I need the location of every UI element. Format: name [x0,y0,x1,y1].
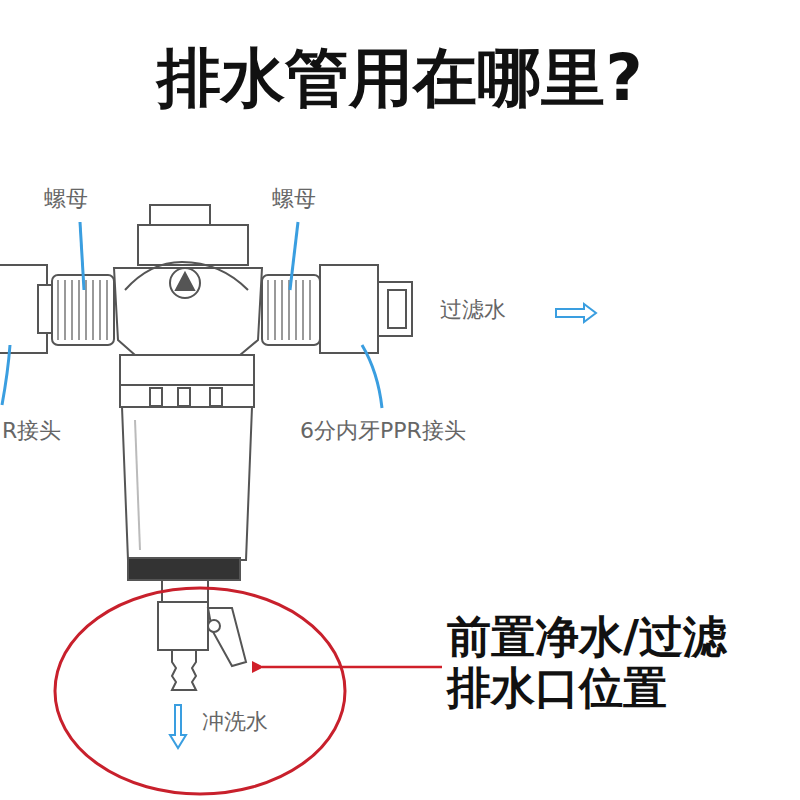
bowl [122,407,252,560]
knurl-stroke [99,280,101,340]
flow-arrow [556,304,596,322]
emblem-mark [176,273,194,290]
flush-arrow [170,705,186,748]
ellipse-outline [55,588,345,794]
part-label: 螺母 [272,186,316,212]
top-cap [150,205,210,227]
knurl-stroke [281,280,283,340]
knurl-stroke [92,280,94,340]
callout-arrow [262,666,442,669]
leader-line [362,345,382,408]
drain-nozzle [172,650,196,690]
left-fitting-neck [38,285,52,333]
flow-label: 过滤水 [440,297,506,323]
leader-line [2,345,10,405]
title: 排水管用在哪里? [0,46,800,110]
part-label: 螺母 [44,186,88,212]
tab [150,388,162,406]
valve-handle [208,608,246,666]
highlight-ellipse: 冲洗水 [52,585,348,797]
knurl-stroke [106,280,108,340]
ellipse-outline [52,585,348,797]
knurl-stroke [295,280,297,340]
collar [120,355,254,385]
tab [178,388,190,406]
knurl-stroke [57,280,59,340]
bottom-ring [128,558,240,580]
knurl-stroke [274,280,276,340]
valve-body [158,602,208,650]
leader-line [80,222,84,290]
knurl-stroke [267,280,269,340]
right-fitting [320,265,378,353]
nut-knurling [58,280,310,340]
head [114,268,262,355]
part-label: R接头 [2,418,61,444]
flush-label: 冲洗水 [202,709,268,735]
leader-lines [2,222,382,408]
head-top [138,225,248,265]
callout-text: 前置净水/过滤 排水口位置 [447,612,777,713]
head-arc [125,262,248,290]
knurl-stroke [78,280,80,340]
part-label: 6分内牙PPR接头 [300,418,466,444]
knurl-stroke [309,280,311,340]
leader-line [290,222,298,290]
right-fitting-end [378,282,412,336]
bowl-shine [135,420,140,550]
right-fitting-hole [388,290,406,328]
knurl-stroke [71,280,73,340]
ring [120,385,254,407]
filter-body [0,205,412,690]
knurl-stroke [64,280,66,340]
knurl-stroke [85,280,87,340]
knurl-stroke [302,280,304,340]
tab [210,388,222,406]
valve-pin [208,620,220,632]
emblem [170,268,200,298]
